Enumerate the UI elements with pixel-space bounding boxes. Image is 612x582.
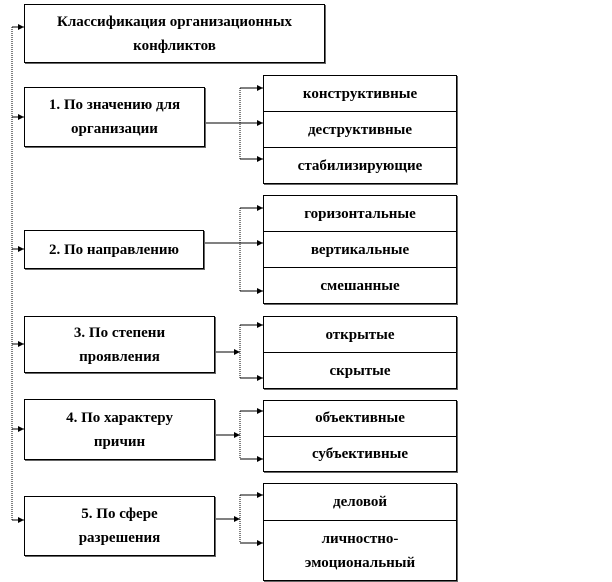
item-stabilizing: стабилизирующие <box>264 147 456 183</box>
item-personal-emotional: личностно-эмоциональный <box>264 520 456 580</box>
category-3-box: 3. По степени проявления <box>24 316 215 373</box>
title-box: Классификация организационных конфликтов <box>24 4 325 63</box>
item-destructive: деструктивные <box>264 111 456 147</box>
category-3-items: открытые скрытые <box>263 316 457 389</box>
item-horizontal: горизонтальные <box>304 205 416 222</box>
item-vertical: вертикальные <box>264 231 456 267</box>
category-2-items: горизонтальные вертикальные смешанные <box>263 195 457 304</box>
item-open: открытые <box>325 326 395 343</box>
item-mixed: смешанные <box>264 267 456 303</box>
item-objective: объективные <box>315 410 405 427</box>
category-4-box: 4. По характеру причин <box>24 399 215 460</box>
item-business: деловой <box>333 494 387 510</box>
category-5-box: 5. По сфере разрешения <box>24 496 215 556</box>
item-constructive: конструктивные <box>302 85 418 102</box>
category-4-items: объективные субъективные <box>263 400 457 472</box>
item-hidden: скрытые <box>264 352 456 388</box>
item-subjective: субъективные <box>264 435 456 472</box>
category-1-box: 1. По значению для организации <box>24 87 205 147</box>
category-1-items: конструктивные деструктивные стабилизиру… <box>263 75 457 184</box>
category-5-items: деловой личностно-эмоциональный <box>263 483 457 581</box>
category-2-box: 2. По направлению <box>24 230 204 269</box>
